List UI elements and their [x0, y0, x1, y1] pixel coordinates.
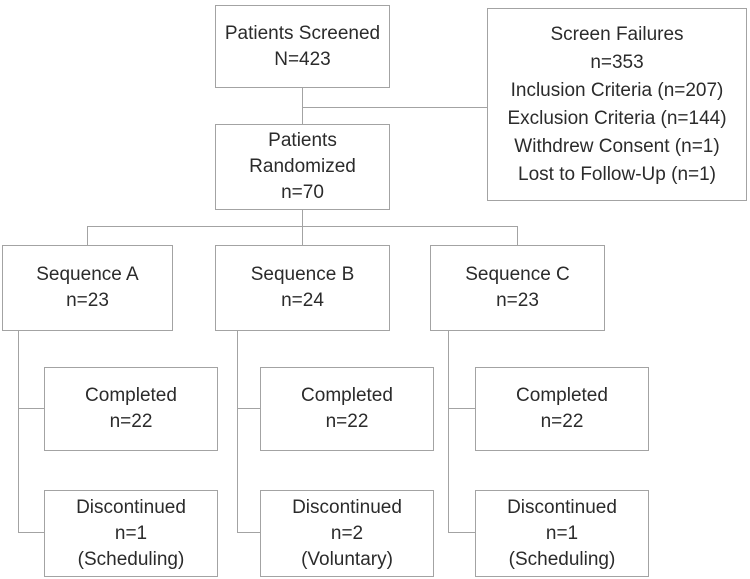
box-text-line: n=23 — [66, 290, 109, 311]
connector-to-completed-c — [448, 408, 475, 409]
box-text-line: Screen Failures — [550, 23, 684, 45]
box-text-line: n=1 — [114, 522, 148, 544]
connector-to-completed-a — [18, 408, 44, 409]
box-patients-randomized: Patients Randomized n=70 — [215, 124, 390, 210]
connector-screened-to-randomized — [302, 88, 303, 124]
box-text-line: n=22 — [109, 411, 153, 432]
box-text-line: Patients Screened — [224, 22, 381, 44]
connector-to-discontinued-c — [448, 532, 475, 533]
box-text-line: n=24 — [281, 290, 324, 311]
box-completed-b: Completed n=22 — [260, 367, 434, 451]
box-sequence-c: Sequence C n=23 — [430, 245, 605, 331]
connector-to-completed-b — [237, 408, 260, 409]
box-text-line: Exclusion Criteria (n=144) — [507, 107, 727, 129]
box-text-line: n=23 — [496, 290, 539, 311]
box-sequence-a: Sequence A n=23 — [2, 245, 173, 331]
box-discontinued-a: Discontinued n=1 (Scheduling) — [44, 490, 218, 577]
box-text-line: n=353 — [590, 51, 644, 73]
connector-sequence-b-down — [237, 330, 238, 533]
box-completed-c: Completed n=22 — [475, 367, 649, 451]
box-patients-screened: Patients Screened N=423 — [215, 5, 390, 88]
box-text-line: Completed — [85, 385, 177, 406]
box-discontinued-c: Discontinued n=1 (Scheduling) — [475, 490, 649, 577]
box-text-line: Sequence B — [250, 264, 355, 285]
box-text-line: N=423 — [274, 48, 331, 70]
connector-rail-to-sequence-c — [517, 226, 518, 245]
box-text-line: n=22 — [325, 411, 369, 432]
connector-randomized-to-rail — [302, 210, 303, 245]
connector-branch-to-screen-failures — [302, 107, 488, 108]
connector-sequence-c-down — [448, 330, 449, 533]
box-text-line: Patients — [268, 130, 337, 151]
box-text-line: Completed — [301, 385, 393, 406]
connector-rail-to-sequence-a — [87, 226, 88, 245]
box-text-line: Withdrew Consent (n=1) — [514, 135, 720, 157]
box-completed-a: Completed n=22 — [44, 367, 218, 451]
box-screen-failures: Screen Failures n=353 Inclusion Criteria… — [487, 8, 747, 201]
connector-to-discontinued-a — [18, 532, 44, 533]
box-text-line: (Voluntary) — [301, 548, 393, 570]
box-text-line: n=70 — [281, 182, 324, 203]
box-text-line: n=1 — [545, 522, 579, 544]
box-text-line: n=22 — [540, 411, 584, 432]
box-text-line: Discontinued — [76, 496, 186, 518]
connector-sequence-a-down — [18, 330, 19, 533]
box-text-line: Sequence A — [36, 264, 139, 285]
box-text-line: (Scheduling) — [77, 548, 185, 570]
box-text-line: Randomized — [249, 156, 356, 177]
box-text-line: Completed — [516, 385, 608, 406]
box-text-line: Sequence C — [465, 264, 570, 285]
box-text-line: Lost to Follow-Up (n=1) — [518, 163, 716, 185]
box-text-line: Discontinued — [507, 496, 617, 518]
connector-to-discontinued-b — [237, 532, 260, 533]
box-text-line: (Scheduling) — [508, 548, 616, 570]
connector-sequence-rail — [87, 226, 518, 227]
box-text-line: n=2 — [330, 522, 364, 544]
box-text-line: Discontinued — [292, 496, 402, 518]
box-discontinued-b: Discontinued n=2 (Voluntary) — [260, 490, 434, 577]
box-sequence-b: Sequence B n=24 — [215, 245, 390, 331]
box-text-line: Inclusion Criteria (n=207) — [510, 79, 724, 101]
